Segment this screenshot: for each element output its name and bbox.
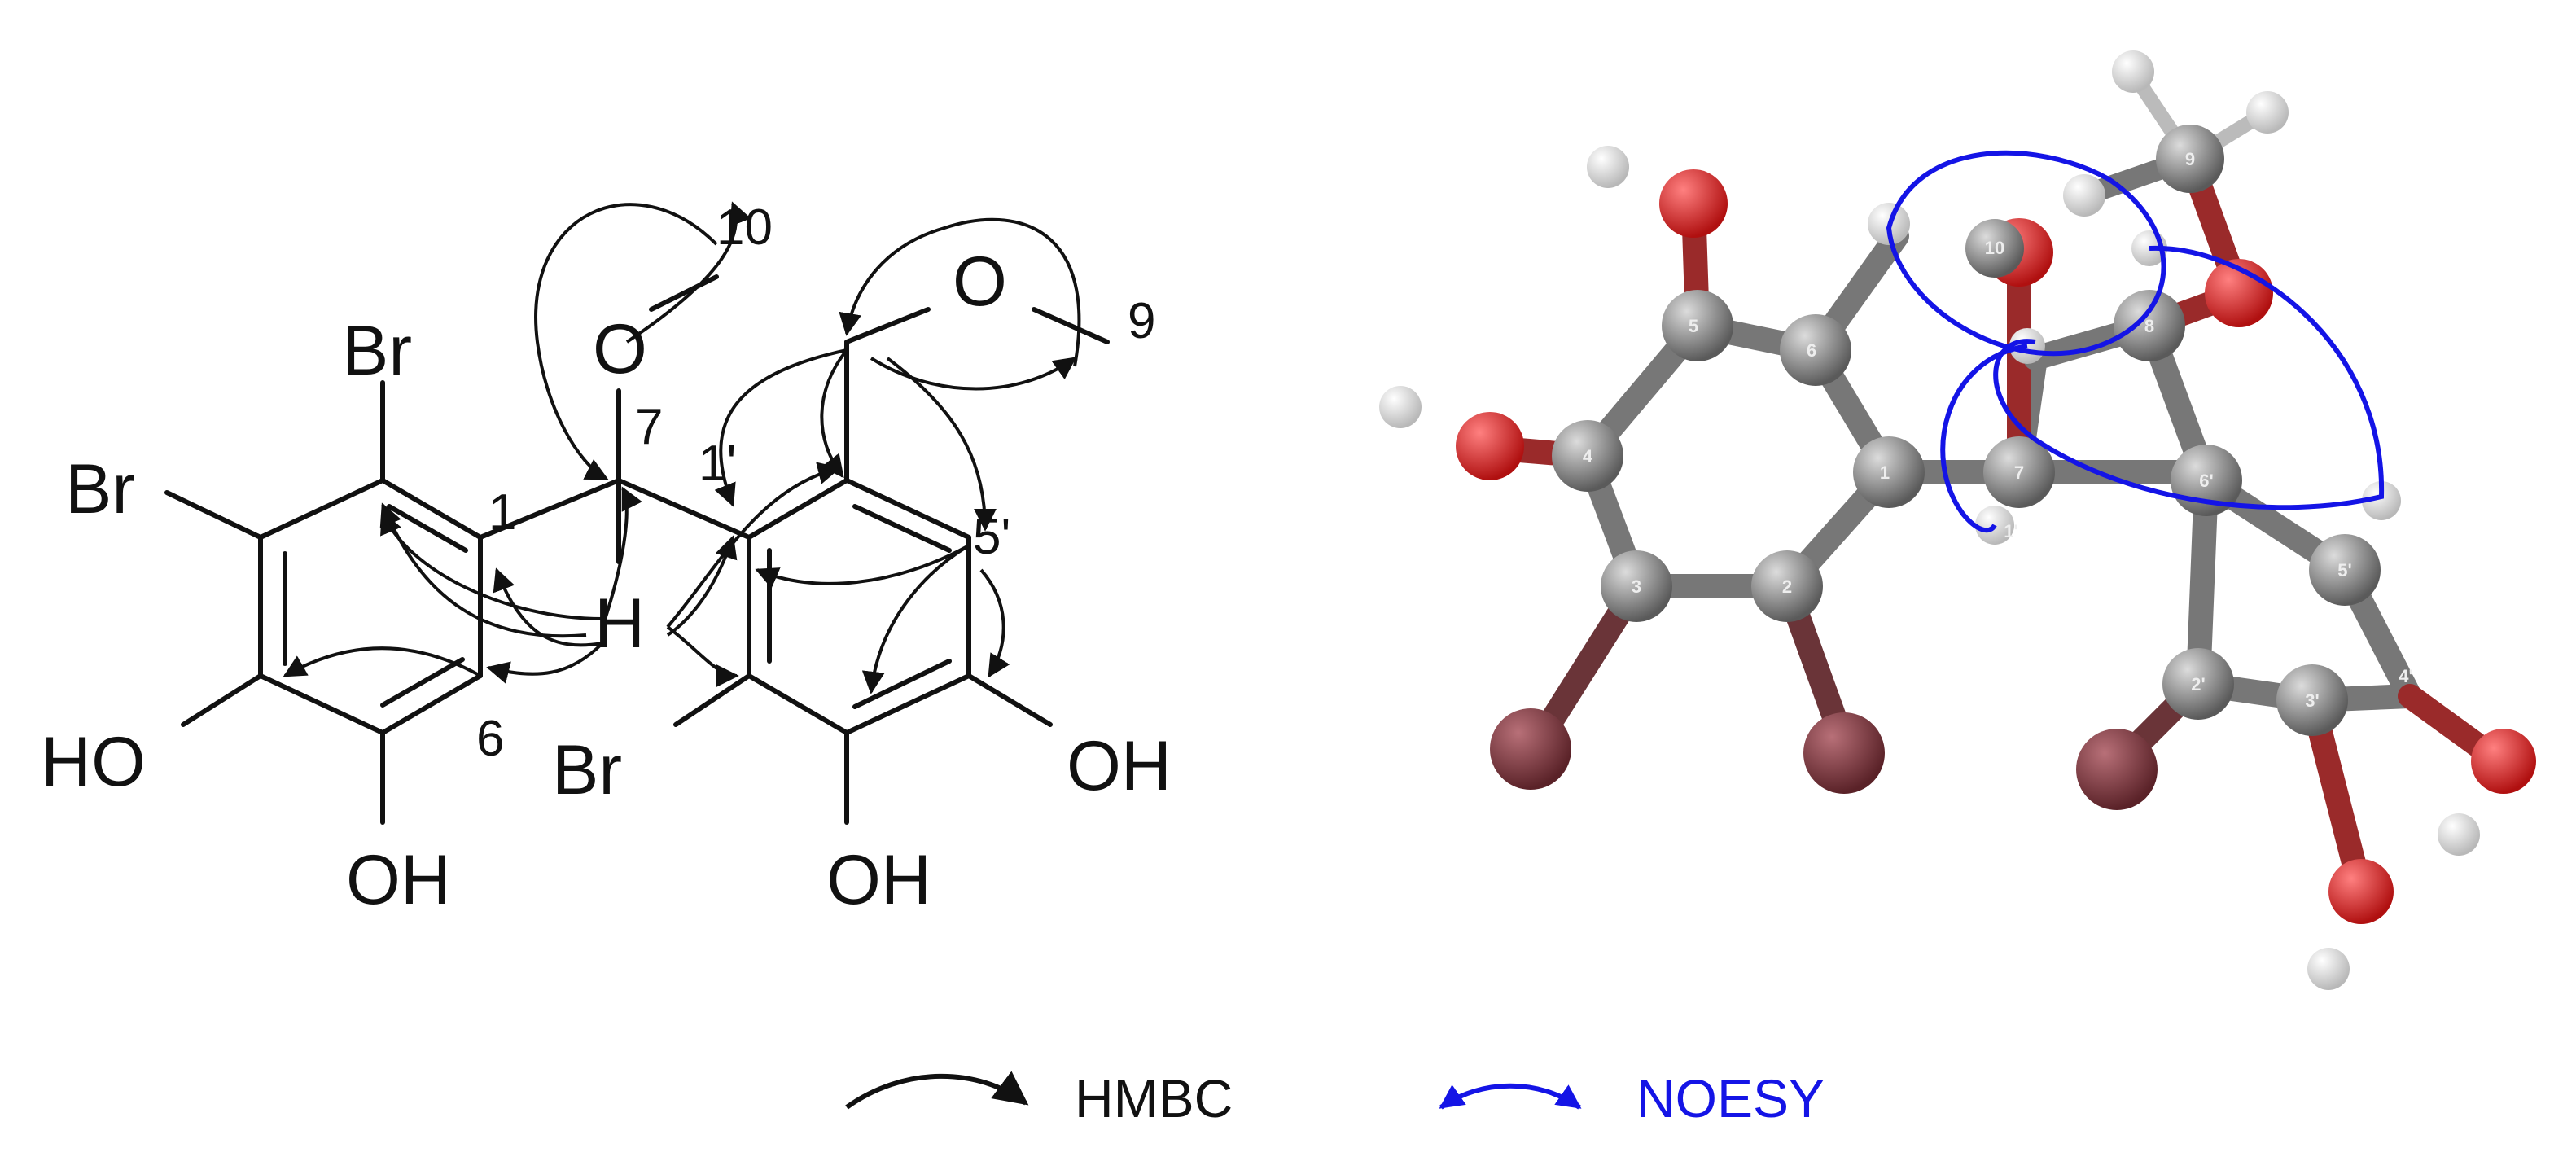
atom-h-3d bbox=[1587, 146, 1629, 188]
model-label-3p: 3' bbox=[2305, 690, 2319, 711]
atom-br-3d bbox=[2076, 729, 2158, 810]
atom-h-3d bbox=[2307, 948, 2350, 990]
atom-c-3d bbox=[2156, 125, 2224, 193]
atom-c-3d bbox=[2276, 664, 2348, 736]
model-label-1: 1 bbox=[1880, 462, 1890, 483]
ring-a-bonds bbox=[258, 478, 483, 735]
atom-c-3d bbox=[1662, 290, 1733, 361]
atom-c-3d bbox=[1552, 420, 1623, 492]
atom-c-3d bbox=[1983, 436, 2055, 508]
atom-oh-ring-b-bottom: OH bbox=[826, 841, 931, 919]
legend-noesy-arrow bbox=[1439, 1083, 1582, 1110]
atom-o-methoxy-7: O bbox=[593, 310, 647, 388]
model-label-4: 4 bbox=[1583, 446, 1593, 467]
model-label-6: 6 bbox=[1807, 340, 1816, 361]
hmbc-correlations bbox=[283, 201, 1081, 694]
atom-c-3d bbox=[1751, 550, 1823, 622]
atom-o-3d bbox=[1456, 412, 1524, 480]
model-3d: 5 6 1 2 3 4 7 8 9 10 6' 2' 3' 5' 4' 1' bbox=[1379, 50, 2536, 990]
atom-h-3d bbox=[1379, 386, 1422, 428]
atom-br-bottom: Br bbox=[552, 731, 622, 809]
atom-c-3d bbox=[2162, 648, 2234, 720]
model-label-2p: 2' bbox=[2191, 674, 2205, 694]
atom-h-3d bbox=[2362, 481, 2401, 520]
model-label-4p: 4' bbox=[2399, 666, 2412, 686]
atom-c-3d bbox=[1601, 550, 1672, 622]
atom-c-3d bbox=[2309, 534, 2381, 606]
substituent-bonds bbox=[164, 274, 1110, 825]
atom-oh-ring-b-right: OH bbox=[1067, 727, 1172, 805]
locant-c1: 1 bbox=[488, 484, 516, 541]
atom-o-3d bbox=[1659, 169, 1728, 238]
model-label-10: 10 bbox=[1985, 238, 2004, 258]
model-label-5p: 5' bbox=[2337, 560, 2351, 580]
model-label-6p: 6' bbox=[2199, 471, 2213, 491]
atom-o-3d bbox=[2328, 859, 2394, 924]
legend-hmbc-arrow bbox=[845, 1071, 1029, 1110]
atom-c-3d bbox=[2114, 290, 2185, 361]
atom-c-3d bbox=[1853, 436, 1925, 508]
noesy-correlations bbox=[1886, 150, 2385, 533]
model-label-5: 5 bbox=[1689, 316, 1698, 336]
locant-c5p: 5' bbox=[973, 509, 1010, 565]
model-label-9: 9 bbox=[2185, 149, 2195, 169]
locant-c1p: 1' bbox=[699, 436, 736, 492]
atom-br-3d bbox=[1803, 712, 1885, 794]
atom-h-3d bbox=[2438, 813, 2480, 856]
locant-c6: 6 bbox=[476, 711, 504, 767]
ring-b-bonds bbox=[747, 478, 971, 735]
atom-o-3d bbox=[2471, 729, 2536, 794]
atom-c-3d bbox=[1780, 314, 1851, 386]
atom-o-methoxy-8: O bbox=[953, 243, 1007, 321]
atom-br-top: Br bbox=[342, 312, 412, 390]
legend: HMBC NOESY bbox=[845, 1068, 1825, 1128]
structure-2d: Br Br Br HO OH OH OH O O H 1 6 7 10 1' 5… bbox=[41, 199, 1172, 919]
legend-hmbc-label: HMBC bbox=[1075, 1068, 1233, 1128]
atom-ho-left: HO bbox=[41, 723, 146, 801]
atom-h-3d bbox=[2112, 50, 2154, 93]
locant-c7: 7 bbox=[635, 399, 663, 455]
legend-noesy-label: NOESY bbox=[1636, 1068, 1825, 1128]
model-label-1p: 1' bbox=[2004, 521, 2017, 541]
atom-h-3d bbox=[2063, 174, 2105, 217]
atom-h-3d bbox=[2246, 91, 2289, 134]
atom-br-left: Br bbox=[65, 450, 135, 528]
atom-br-3d bbox=[1490, 708, 1571, 790]
model-label-2: 2 bbox=[1782, 576, 1792, 597]
locant-c9: 9 bbox=[1128, 293, 1155, 349]
model-label-7: 7 bbox=[2014, 462, 2024, 483]
atom-oh-ring-a: OH bbox=[346, 841, 451, 919]
model-label-8: 8 bbox=[2144, 316, 2154, 336]
locant-c10: 10 bbox=[716, 199, 773, 256]
model-label-3: 3 bbox=[1632, 576, 1641, 597]
atom-c-3d bbox=[1965, 219, 2024, 278]
